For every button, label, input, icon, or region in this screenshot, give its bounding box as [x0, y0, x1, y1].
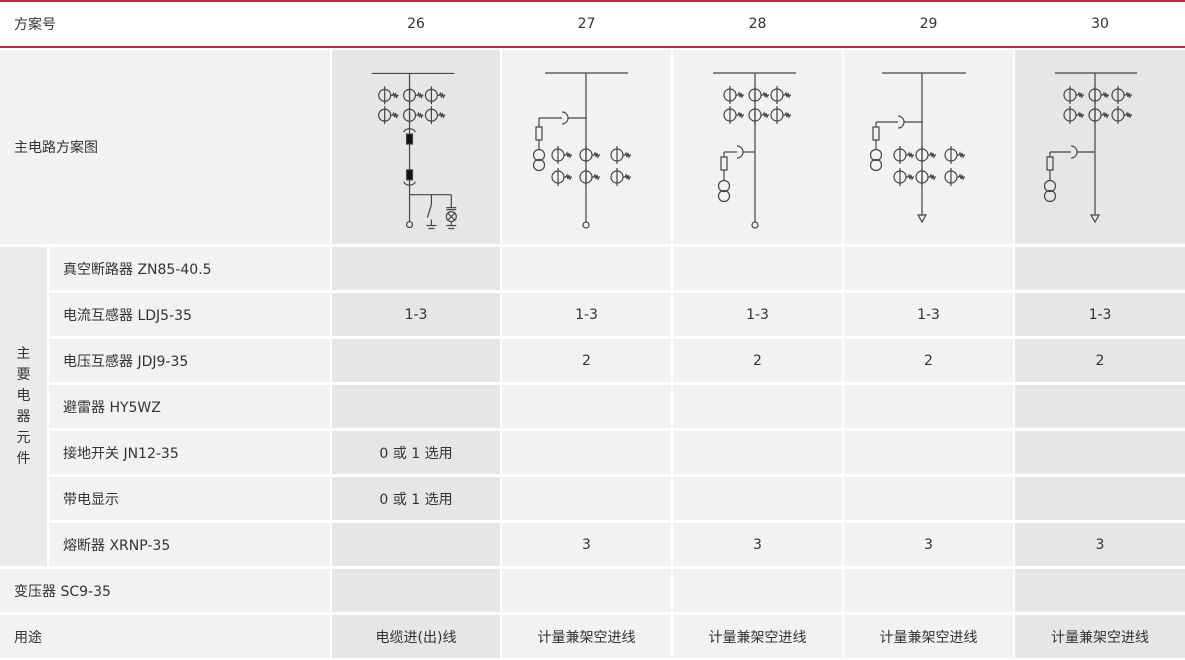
row-label: 电压互感器 JDJ9-35	[49, 339, 330, 382]
group-label-char: 电	[16, 387, 31, 404]
table-cell	[1015, 569, 1185, 612]
circuit-diagram-27	[502, 50, 671, 244]
circuit-diagram-icon	[532, 72, 632, 229]
group-label-char: 元	[16, 429, 31, 446]
table-cell: 计量兼架空进线	[1015, 615, 1185, 658]
table-cell	[673, 569, 842, 612]
table-cell	[844, 385, 1013, 428]
column-header: 29	[919, 16, 938, 32]
table-cell	[1015, 385, 1185, 428]
circuit-diagram-30	[1015, 50, 1185, 244]
row-label: 避雷器 HY5WZ	[49, 385, 330, 428]
row-label: 接地开关 JN12-35	[49, 431, 330, 474]
table-cell	[332, 339, 500, 382]
column-header: 27	[577, 16, 596, 32]
circuit-diagram-26	[332, 50, 500, 244]
group-label-char: 器	[16, 408, 31, 425]
table-cell	[673, 477, 842, 520]
table-cell: 1-3	[673, 293, 842, 336]
group-label-char: 主	[16, 345, 31, 362]
table-cell: 计量兼架空进线	[673, 615, 842, 658]
table-cell	[502, 431, 671, 474]
table-cell: 3	[1015, 523, 1185, 566]
table-cell: 0 或 1 选用	[332, 431, 500, 474]
table-cell: 2	[673, 339, 842, 382]
table-cell	[332, 385, 500, 428]
table-cell	[844, 569, 1013, 612]
main-components-group-label: 主要电器元件	[0, 247, 47, 566]
row-label: 变压器 SC9-35	[0, 569, 330, 612]
table-cell: 2	[844, 339, 1013, 382]
table-cell: 0 或 1 选用	[332, 477, 500, 520]
table-cell: 1-3	[502, 293, 671, 336]
circuit-diagram-icon	[1043, 72, 1137, 223]
group-label-char: 件	[16, 450, 31, 467]
table-cell: 电缆进(出)线	[332, 615, 500, 658]
table-cell	[844, 477, 1013, 520]
table-cell: 3	[673, 523, 842, 566]
row-label: 用途	[0, 615, 330, 658]
table-cell: 计量兼架空进线	[502, 615, 671, 658]
table-cell	[844, 431, 1013, 474]
table-cell	[502, 477, 671, 520]
scheme-table: 主电路方案图	[0, 50, 1185, 658]
row-label: 真空断路器 ZN85-40.5	[49, 247, 330, 290]
table-cell	[332, 523, 500, 566]
circuit-diagram-28	[673, 50, 842, 244]
column-header: 28	[748, 16, 767, 32]
row-label: 电流互感器 LDJ5-35	[49, 293, 330, 336]
group-label-char: 要	[16, 366, 31, 383]
column-header: 30	[1091, 16, 1109, 32]
table-cell: 计量兼架空进线	[844, 615, 1013, 658]
table-header: 方案号 26 27 28 29 30	[0, 0, 1185, 48]
circuit-diagram-icon	[371, 72, 457, 230]
diagram-row-label: 主电路方案图	[0, 50, 330, 244]
table-cell	[1015, 431, 1185, 474]
table-cell: 1-3	[1015, 293, 1185, 336]
table-cell: 3	[844, 523, 1013, 566]
table-cell	[673, 385, 842, 428]
table-cell	[844, 247, 1013, 290]
table-cell: 1-3	[844, 293, 1013, 336]
table-cell	[332, 247, 500, 290]
table-cell	[1015, 477, 1185, 520]
table-cell: 3	[502, 523, 671, 566]
table-cell	[332, 569, 500, 612]
table-cell	[1015, 247, 1185, 290]
row-label: 带电显示	[49, 477, 330, 520]
table-cell	[502, 385, 671, 428]
table-cell	[502, 569, 671, 612]
table-cell: 2	[1015, 339, 1185, 382]
circuit-diagram-icon	[869, 72, 966, 223]
circuit-diagram-29	[844, 50, 1013, 244]
column-header: 26	[407, 16, 425, 32]
circuit-diagram-icon	[713, 72, 796, 229]
table-cell: 2	[502, 339, 671, 382]
table-cell	[673, 431, 842, 474]
table-cell	[502, 247, 671, 290]
table-cell: 1-3	[332, 293, 500, 336]
scheme-number-label: 方案号	[14, 17, 56, 33]
table-cell	[673, 247, 842, 290]
row-label: 熔断器 XRNP-35	[49, 523, 330, 566]
